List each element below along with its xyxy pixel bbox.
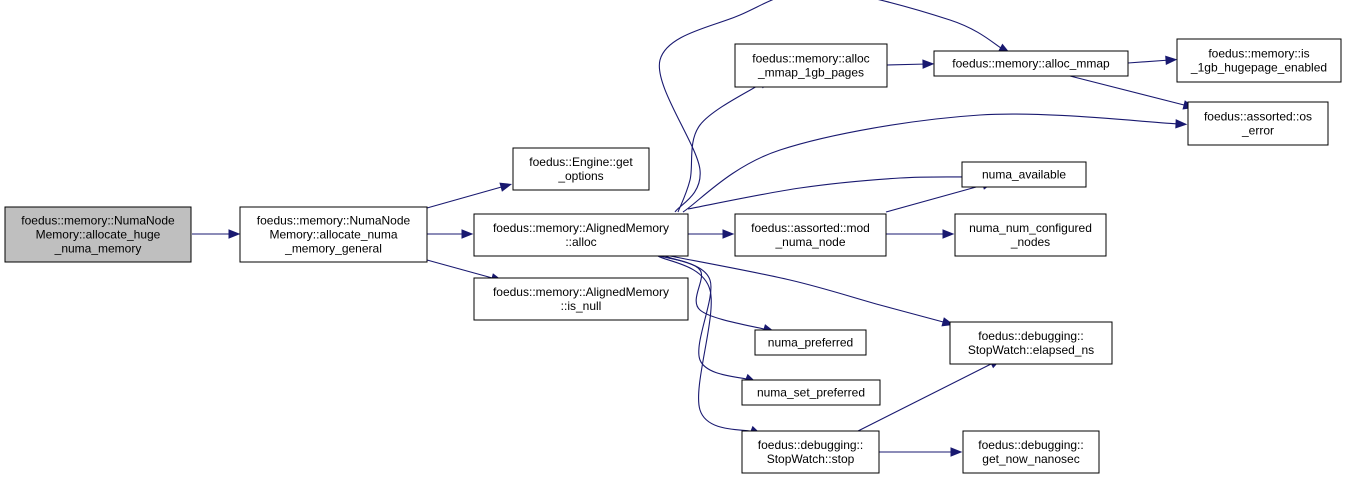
node-label-line: foedus::memory::AlignedMemory — [493, 221, 669, 235]
node-label-line: _nodes — [1010, 235, 1050, 249]
node-get-now[interactable]: foedus::debugging::get_now_nanosec — [962, 430, 1100, 474]
node-label-line: Memory::allocate_numa — [269, 228, 397, 242]
node-box — [961, 161, 1087, 188]
node-label-line: _1gb_hugepage_enabled — [1190, 61, 1327, 75]
edge-aligned_alloc-to-os_error — [682, 113, 1188, 213]
node-box — [933, 50, 1129, 77]
node-numa-preferred[interactable]: numa_preferred — [754, 329, 867, 356]
node-box — [473, 277, 689, 321]
nodes-layer: foedus::memory::NumaNodeMemory::allocate… — [4, 38, 1342, 474]
edge-alloc_1gb-to-alloc_mmap — [886, 59, 935, 69]
edge-allocate_general-to-get_options — [426, 182, 513, 209]
arrowhead-icon — [922, 59, 935, 69]
arrowhead-icon — [499, 182, 513, 192]
node-label-line: foedus::debugging:: — [978, 329, 1083, 343]
node-label-line: foedus::memory::NumaNode — [257, 214, 411, 228]
edge-aligned_alloc-to-elapsed_ns — [669, 255, 955, 327]
node-box — [954, 213, 1107, 257]
arrowhead-icon — [722, 229, 735, 239]
node-allocate-general[interactable]: foedus::memory::NumaNodeMemory::allocate… — [239, 206, 428, 263]
node-elapsed-ns[interactable]: foedus::debugging::StopWatch::elapsed_ns — [949, 321, 1113, 365]
node-box — [741, 430, 880, 474]
node-alloc-1gb[interactable]: foedus::memory::alloc_mmap_1gb_pages — [734, 43, 888, 88]
arrowhead-icon — [228, 229, 241, 239]
node-label-line: numa_num_configured — [969, 221, 1092, 235]
node-label-line: _memory_general — [284, 242, 382, 256]
node-is-1gb[interactable]: foedus::memory::is_1gb_hugepage_enabled — [1176, 38, 1342, 83]
node-label-line: foedus::memory::alloc_mmap — [952, 57, 1110, 71]
node-box — [4, 206, 192, 263]
node-label-line: _error — [1241, 124, 1274, 138]
node-stopwatch-stop[interactable]: foedus::debugging::StopWatch::stop — [741, 430, 880, 474]
node-label-line: foedus::memory::alloc — [752, 52, 869, 66]
node-label-line: StopWatch::stop — [767, 452, 855, 466]
node-box — [949, 321, 1113, 365]
node-label-line: foedus::debugging:: — [978, 438, 1083, 452]
node-label-line: foedus::debugging:: — [758, 438, 863, 452]
node-box — [1176, 38, 1342, 83]
edge-aligned_alloc-to-alloc_mmap — [658, 0, 1011, 213]
arrowhead-icon — [461, 229, 474, 239]
edge-allocate_general-to-aligned_alloc — [427, 229, 474, 239]
node-box — [962, 430, 1100, 474]
node-numa-available[interactable]: numa_available — [961, 161, 1087, 188]
node-label-line: foedus::memory::AlignedMemory — [493, 285, 669, 299]
node-alloc-mmap[interactable]: foedus::memory::alloc_mmap — [933, 50, 1129, 77]
node-allocate-huge[interactable]: foedus::memory::NumaNodeMemory::allocate… — [4, 206, 192, 263]
node-label-line: _mmap_1gb_pages — [757, 66, 864, 80]
node-box — [239, 206, 428, 263]
node-label-line: _numa_memory — [54, 242, 142, 256]
node-label-line: foedus::assorted::os — [1204, 110, 1312, 124]
arrowhead-icon — [1175, 119, 1188, 129]
node-label-line: StopWatch::elapsed_ns — [968, 343, 1094, 357]
edge-alloc_mmap-to-is_1gb — [1127, 55, 1178, 66]
node-label-line: ::alloc — [565, 235, 596, 249]
node-mod-numa[interactable]: foedus::assorted::mod_numa_node — [734, 213, 887, 257]
node-box — [741, 379, 881, 406]
edge-allocate_huge-to-allocate_general — [192, 229, 241, 239]
node-label-line: get_now_nanosec — [982, 452, 1079, 466]
node-get-options[interactable]: foedus::Engine::get_options — [512, 147, 650, 191]
node-label-line: foedus::Engine::get — [529, 155, 633, 169]
node-box — [1187, 101, 1329, 146]
node-box — [734, 43, 888, 88]
arrowhead-icon — [950, 447, 963, 457]
node-label-line: _numa_node — [774, 235, 845, 249]
arrowhead-icon — [1165, 55, 1178, 66]
edge-aligned_alloc-to-numa_available — [687, 172, 983, 210]
node-box — [473, 213, 689, 257]
node-label-line: foedus::assorted::mod — [751, 221, 870, 235]
node-label-line: foedus::memory::is — [1208, 47, 1309, 61]
node-label-line: foedus::memory::NumaNode — [21, 214, 175, 228]
edge-mod_numa-to-numa_num — [886, 229, 955, 239]
node-aligned-alloc[interactable]: foedus::memory::AlignedMemory::alloc — [473, 213, 689, 257]
node-label-line: _options — [557, 169, 603, 183]
node-numa-num[interactable]: numa_num_configured_nodes — [954, 213, 1107, 257]
edge-alloc_mmap-to-os_error — [1069, 75, 1196, 110]
node-is-null[interactable]: foedus::memory::AlignedMemory::is_null — [473, 277, 689, 321]
node-box — [754, 329, 867, 356]
node-label-line: numa_available — [982, 168, 1066, 182]
arrowhead-icon — [942, 229, 955, 239]
node-box — [734, 213, 887, 257]
node-label-line: numa_preferred — [768, 336, 853, 350]
edge-aligned_alloc-to-mod_numa — [688, 229, 735, 239]
edge-stopwatch_stop-to-get_now — [879, 447, 963, 457]
node-box — [512, 147, 650, 191]
node-os-error[interactable]: foedus::assorted::os_error — [1187, 101, 1329, 146]
node-label-line: ::is_null — [561, 299, 602, 313]
node-label-line: Memory::allocate_huge — [36, 228, 161, 242]
node-label-line: numa_set_preferred — [757, 386, 865, 400]
node-numa-set[interactable]: numa_set_preferred — [741, 379, 881, 406]
